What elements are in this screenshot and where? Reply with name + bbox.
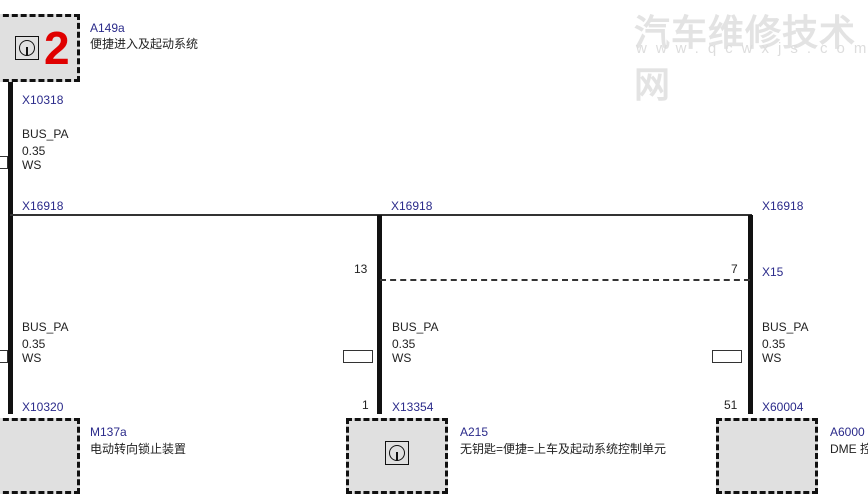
pin-number: 13 bbox=[354, 262, 368, 276]
module-id: A215 bbox=[460, 425, 489, 439]
module-name: 电动转向锁止装置 bbox=[90, 442, 187, 456]
module-id: A149a bbox=[90, 21, 125, 35]
pin-number: 1 bbox=[362, 398, 369, 412]
connector-label: X60004 bbox=[762, 400, 804, 414]
wire-left bbox=[8, 82, 13, 414]
marker bbox=[0, 156, 8, 169]
marker bbox=[0, 350, 8, 363]
wire-color: WS bbox=[22, 351, 42, 365]
signal-label: BUS_PA bbox=[762, 320, 809, 334]
watermark-title: 汽车维修技术网 bbox=[634, 12, 857, 105]
steering-wheel-icon bbox=[385, 441, 409, 465]
marker bbox=[712, 350, 742, 363]
wire-size: 0.35 bbox=[22, 337, 46, 351]
wire-color: WS bbox=[22, 158, 42, 172]
connector-label: X13354 bbox=[392, 400, 434, 414]
pin-number: 7 bbox=[731, 262, 738, 276]
module-a149a[interactable] bbox=[0, 14, 80, 82]
module-id: M137a bbox=[90, 425, 127, 439]
watermark-url: www.qcwxjs.com bbox=[636, 40, 868, 57]
module-badge: 2 bbox=[44, 22, 70, 74]
signal-label: BUS_PA bbox=[392, 320, 439, 334]
wire-color: WS bbox=[392, 351, 412, 365]
module-name: 便捷进入及起动系统 bbox=[90, 37, 199, 51]
connector-x15-dashed bbox=[380, 279, 750, 281]
steering-wheel-icon bbox=[15, 36, 39, 60]
splice-label: X16918 bbox=[22, 199, 64, 213]
module-m137a[interactable] bbox=[0, 418, 80, 494]
splice-label: X16918 bbox=[391, 199, 433, 213]
connector-label: X10318 bbox=[22, 93, 64, 107]
signal-label: BUS_PA bbox=[22, 320, 69, 334]
wire-size: 0.35 bbox=[392, 337, 416, 351]
module-id: A6000 bbox=[830, 425, 865, 439]
connector-label: X10320 bbox=[22, 400, 64, 414]
wire-size: 0.35 bbox=[22, 144, 46, 158]
wire-size: 0.35 bbox=[762, 337, 786, 351]
wire-mid bbox=[377, 215, 382, 414]
module-name: DME 控 bbox=[830, 442, 868, 456]
module-a6000[interactable] bbox=[716, 418, 818, 494]
wire-color: WS bbox=[762, 351, 782, 365]
signal-label: BUS_PA bbox=[22, 127, 69, 141]
connector-label: X15 bbox=[762, 265, 784, 279]
pin-number: 51 bbox=[724, 398, 738, 412]
module-name: 无钥匙=便捷=上车及起动系统控制单元 bbox=[460, 442, 667, 456]
splice-label: X16918 bbox=[762, 199, 804, 213]
marker bbox=[343, 350, 373, 363]
wire-right bbox=[748, 215, 753, 414]
